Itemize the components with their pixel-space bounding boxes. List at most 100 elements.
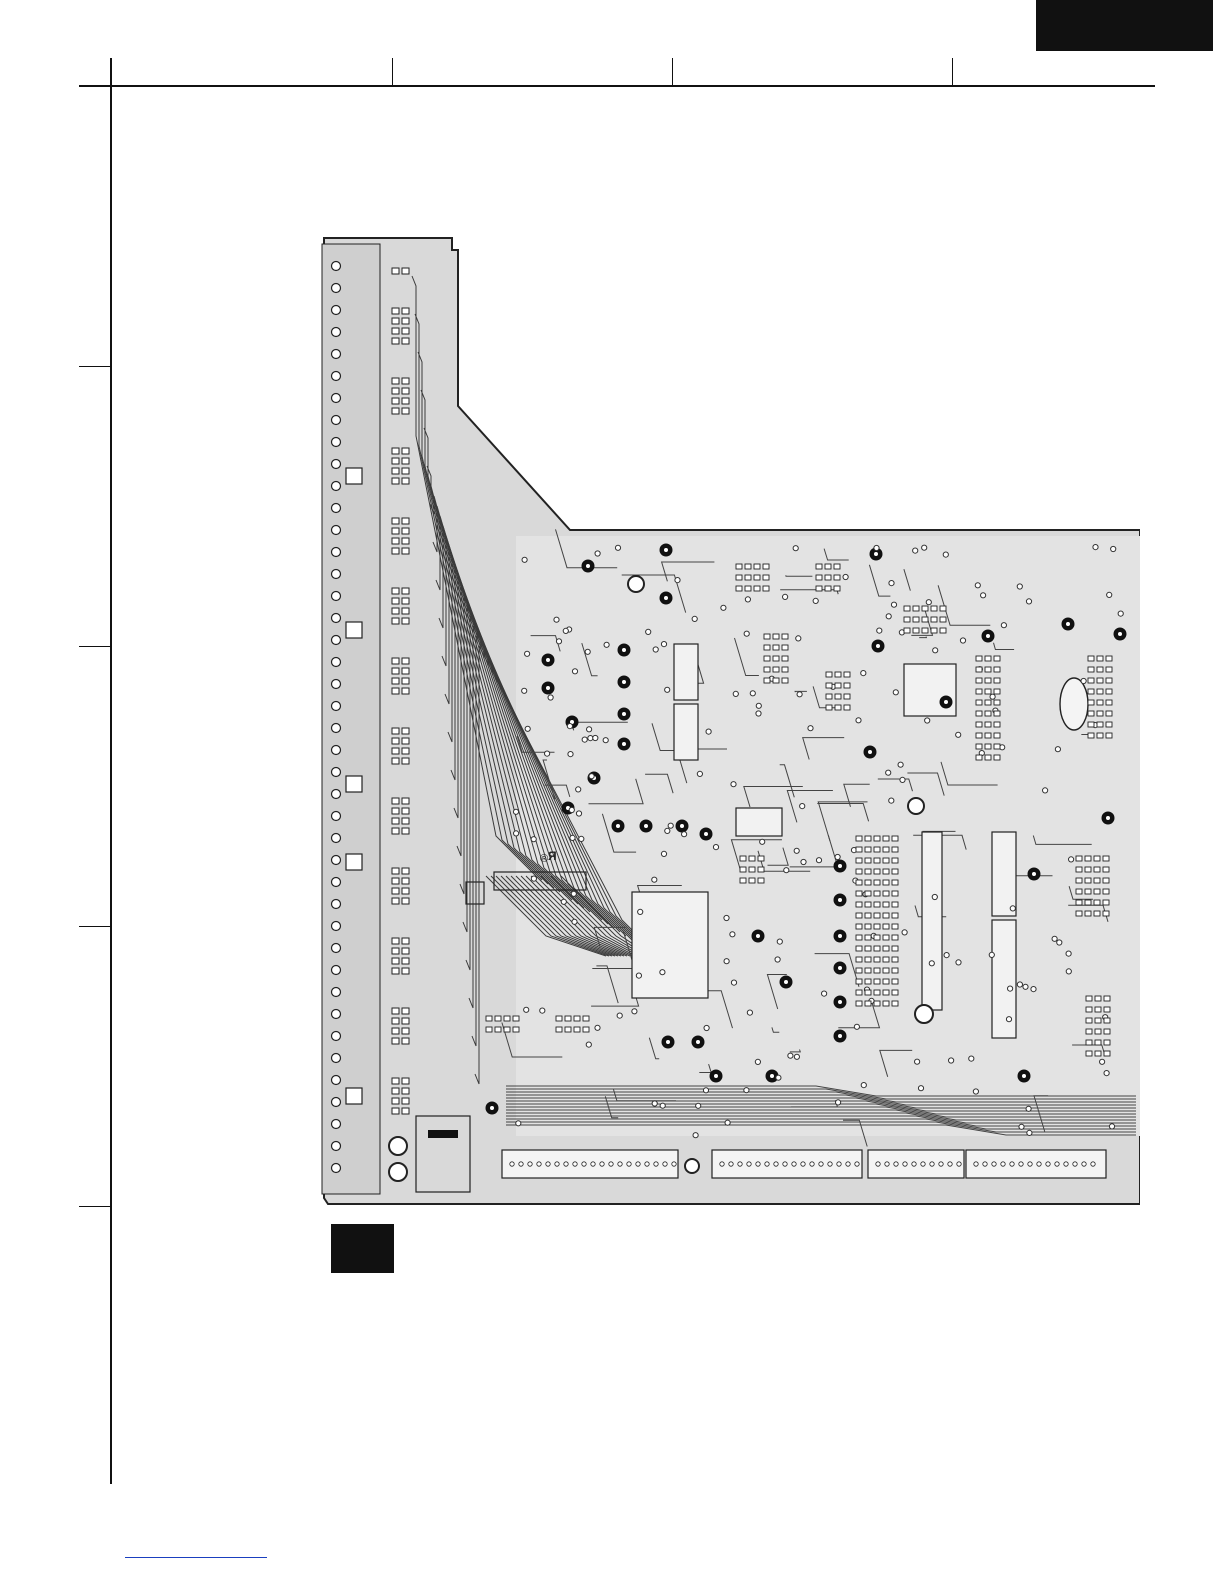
- smd-pad: [392, 818, 399, 824]
- resistor-pad: [583, 1016, 589, 1021]
- smd-pad: [402, 408, 409, 414]
- connector-block: [922, 832, 942, 1010]
- mount-hole: [389, 1163, 407, 1181]
- resistor-pad: [1086, 1040, 1092, 1045]
- connector-pin: [1028, 1162, 1032, 1166]
- resistor-pad: [994, 722, 1000, 727]
- resistor-pad: [583, 1027, 589, 1032]
- via: [794, 1054, 799, 1059]
- strip-hole: [332, 1098, 341, 1107]
- test-point-center: [874, 552, 878, 556]
- test-point-center: [666, 1040, 670, 1044]
- resistor-pad: [1097, 700, 1103, 705]
- resistor-pad: [1088, 700, 1094, 705]
- connector-pin: [747, 1162, 751, 1166]
- resistor-pad: [994, 733, 1000, 738]
- via: [1111, 546, 1116, 551]
- via: [1066, 969, 1071, 974]
- resistor-pad: [773, 667, 779, 672]
- resistor-pad: [826, 672, 832, 677]
- resistor-pad: [883, 935, 889, 940]
- resistor-pad: [835, 683, 841, 688]
- via: [775, 957, 780, 962]
- resistor-pad: [1085, 889, 1091, 894]
- resistor-pad: [940, 606, 946, 611]
- strip-hole: [332, 1120, 341, 1129]
- resistor-pad: [1085, 856, 1091, 861]
- resistor-pad: [874, 880, 880, 885]
- resistor-pad: [883, 902, 889, 907]
- via: [874, 545, 879, 550]
- via: [545, 751, 550, 756]
- resistor-pad: [892, 957, 898, 962]
- smd-pad: [392, 538, 399, 544]
- resistor-pad: [883, 990, 889, 995]
- connector-pin: [810, 1162, 814, 1166]
- via: [1026, 1106, 1031, 1111]
- via: [800, 804, 805, 809]
- resistor-pad: [865, 990, 871, 995]
- via: [516, 1121, 521, 1126]
- strip-hole: [332, 284, 341, 293]
- smd-pad: [392, 798, 399, 804]
- resistor-pad: [773, 645, 779, 650]
- test-point-center: [838, 864, 842, 868]
- resistor-pad: [931, 617, 937, 622]
- mount-hole: [685, 1159, 699, 1173]
- resistor-pad: [985, 744, 991, 749]
- smd-pad: [402, 888, 409, 894]
- via: [925, 718, 930, 723]
- smd-pad: [402, 968, 409, 974]
- resistor-pad: [844, 694, 850, 699]
- test-point-center: [784, 980, 788, 984]
- test-point-center: [756, 934, 760, 938]
- smd-pad: [402, 1028, 409, 1034]
- via: [813, 598, 818, 603]
- strip-hole: [332, 504, 341, 513]
- resistor-pad: [504, 1016, 510, 1021]
- via: [861, 671, 866, 676]
- via: [665, 687, 670, 692]
- test-point-center: [868, 750, 872, 754]
- resistor-pad: [892, 1001, 898, 1006]
- resistor-pad: [883, 836, 889, 841]
- resistor-pad: [749, 878, 755, 883]
- smd-pad: [392, 898, 399, 904]
- via: [665, 828, 670, 833]
- footer-link-underline[interactable]: [125, 1557, 267, 1558]
- via: [1010, 906, 1015, 911]
- strip-hole: [332, 1032, 341, 1041]
- via: [808, 726, 813, 731]
- via: [745, 597, 750, 602]
- resistor-pad: [874, 957, 880, 962]
- connector-pin: [756, 1162, 760, 1166]
- connector-pin: [537, 1162, 541, 1166]
- via: [1026, 599, 1031, 604]
- via: [531, 876, 536, 881]
- resistor-pad: [486, 1027, 492, 1032]
- resistor-pad: [874, 891, 880, 896]
- resistor-pad: [1095, 1007, 1101, 1012]
- connector-pin: [636, 1162, 640, 1166]
- resistor-pad: [834, 575, 840, 580]
- resistor-pad: [764, 656, 770, 661]
- resistor-pad: [816, 586, 822, 591]
- via: [893, 690, 898, 695]
- resistor-pad: [745, 564, 751, 569]
- resistor-pad: [1106, 689, 1112, 694]
- resistor-pad: [782, 667, 788, 672]
- via: [973, 1089, 978, 1094]
- smd-pad: [402, 598, 409, 604]
- smd-pad: [392, 338, 399, 344]
- resistor-pad: [931, 606, 937, 611]
- resistor-pad: [892, 968, 898, 973]
- resistor-pad: [892, 935, 898, 940]
- resistor-pad: [740, 878, 746, 883]
- via: [1001, 623, 1006, 628]
- resistor-pad: [883, 880, 889, 885]
- test-point-center: [1032, 872, 1036, 876]
- smd-pad: [392, 548, 399, 554]
- strip-hole: [332, 570, 341, 579]
- connector-pin: [1037, 1162, 1041, 1166]
- via: [1081, 678, 1086, 683]
